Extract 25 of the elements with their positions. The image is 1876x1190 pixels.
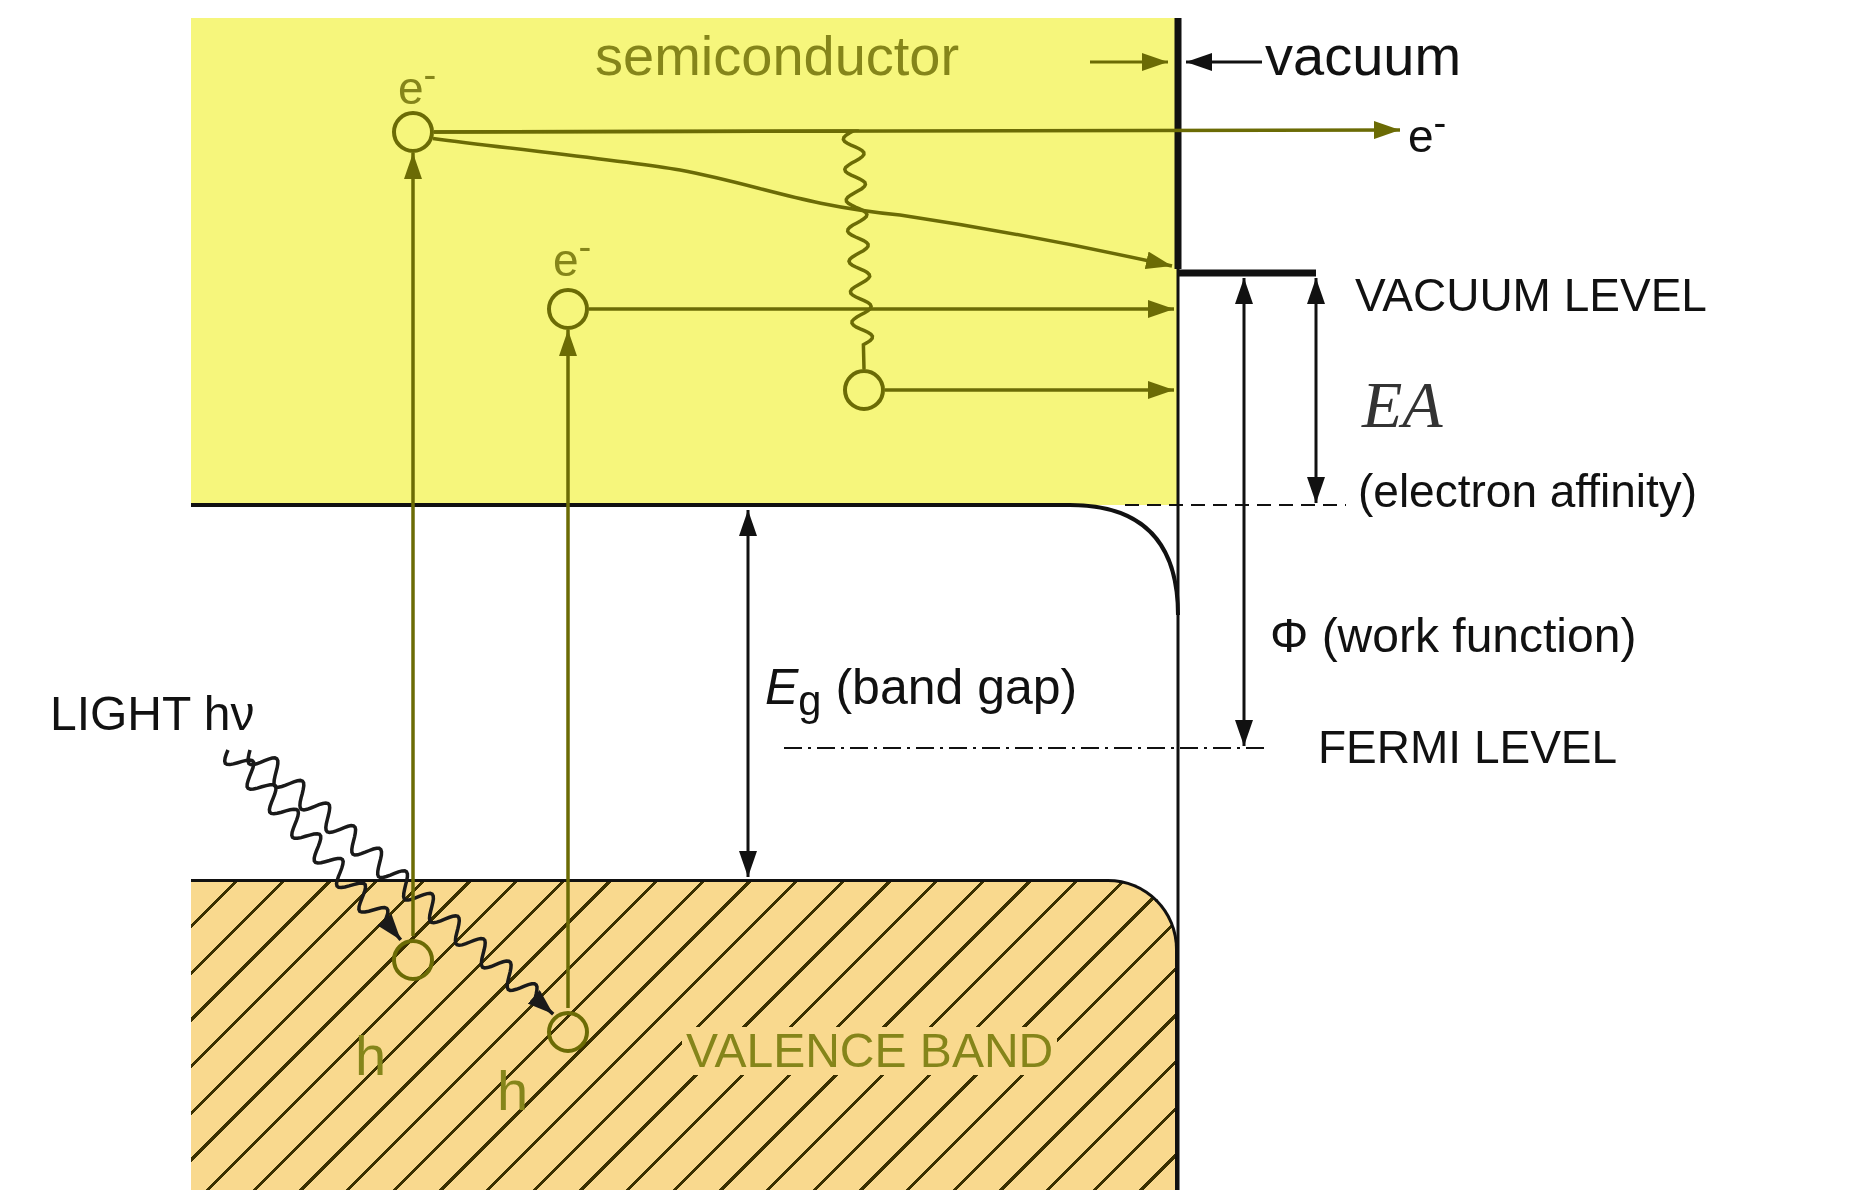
quantity-label: Φ (work function) [1270, 612, 1637, 660]
band-name-label: VALENCE BAND [682, 1027, 1058, 1075]
particle-label: e$^{-}$ [398, 56, 437, 112]
hole-circle [547, 1011, 589, 1053]
arrow [589, 300, 1174, 318]
arrow [885, 381, 1174, 399]
arrow [559, 330, 577, 1008]
light-label: LIGHT hν [50, 690, 255, 738]
arrow [404, 153, 422, 936]
arrow [222, 749, 403, 942]
wavy-line [434, 129, 875, 370]
arrow [246, 749, 555, 1016]
region-label: vacuum [1265, 28, 1462, 84]
level-label: VACUUM LEVEL [1355, 272, 1707, 318]
region-label: semiconductor [595, 28, 960, 84]
valence-band [191, 879, 1178, 1190]
quantity-label: E$_{g}$ (band gap) [765, 662, 1078, 722]
arrow [432, 136, 1173, 270]
electron-label: e$^{-}$ [1408, 104, 1447, 160]
level-label: FERMI LEVEL [1318, 724, 1618, 770]
particle-label: h [355, 1028, 387, 1084]
particle-label: h [497, 1063, 529, 1119]
symbol-label: EA [1362, 372, 1443, 438]
particle-label: e$^{-}$ [553, 228, 592, 284]
hole-circle [392, 939, 434, 981]
